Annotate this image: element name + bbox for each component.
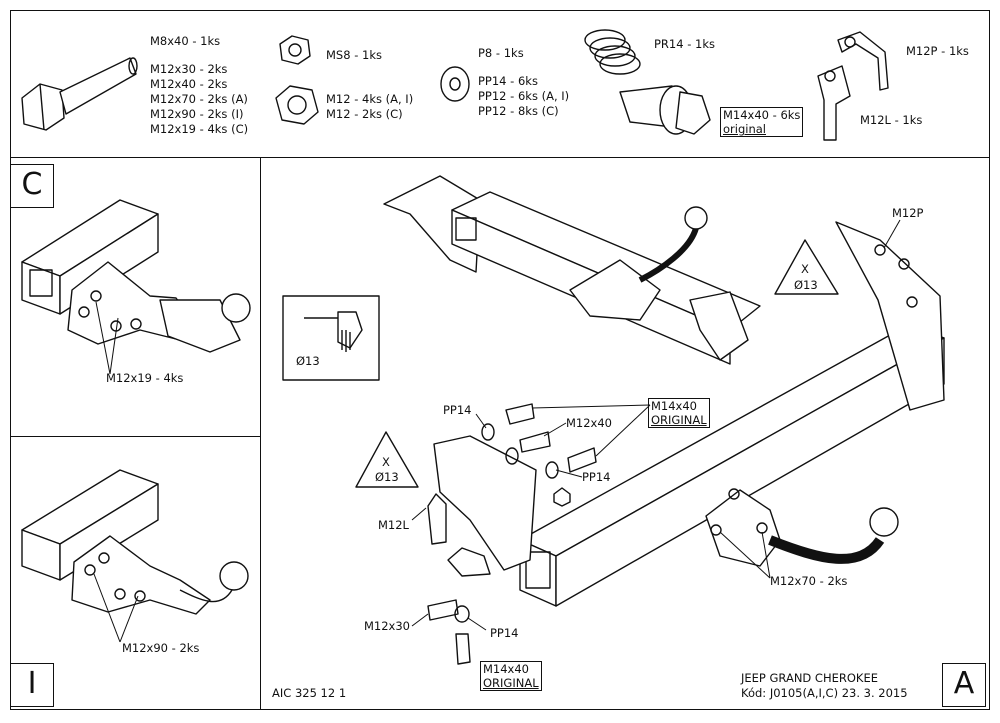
bracket-m12p-icon bbox=[837, 31, 889, 91]
bracket-m12p-label: M12P - 1ks bbox=[906, 44, 969, 58]
m14-label-box: M14x40 - 6ks original bbox=[720, 107, 804, 137]
m14-label-0: M14x40 - 6ks bbox=[723, 108, 801, 122]
panel-i-callout: M12x90 - 2ks bbox=[122, 641, 200, 655]
washer-icon bbox=[440, 66, 470, 102]
callout-m14x40-bottom-1: ORIGINAL bbox=[483, 676, 539, 690]
nut-m12-label-0: M12 - 4ks (A, I) bbox=[326, 92, 414, 106]
drill-triangle-left bbox=[355, 431, 419, 488]
callout-m14x40-top: M14x40 ORIGINAL bbox=[648, 398, 710, 428]
nut-m12-label-1: M12 - 2ks (C) bbox=[326, 107, 403, 121]
bolt-label-4: M12x90 - 2ks (I) bbox=[150, 107, 244, 121]
callout-m14x40-bottom: M14x40 ORIGINAL bbox=[480, 661, 542, 691]
callout-m12x30: M12x30 bbox=[364, 619, 410, 633]
panel-c-letter: C bbox=[10, 164, 54, 208]
frame-rail-assembly-drawing bbox=[383, 175, 761, 365]
vehicle-name: JEEP GRAND CHEROKEE bbox=[741, 671, 878, 685]
triangle-right-d: Ø13 bbox=[794, 278, 818, 292]
callout-m14x40-top-0: M14x40 bbox=[651, 399, 697, 413]
callout-pp14-bottom: PP14 bbox=[490, 626, 519, 640]
washer-label-3: PP12 - 8ks (C) bbox=[478, 104, 559, 118]
bolt-label-2: M12x40 - 2ks bbox=[150, 77, 228, 91]
spring-label: PR14 - 1ks bbox=[654, 37, 715, 51]
triangle-right-x: X bbox=[801, 262, 809, 276]
ball-mount-drawing bbox=[705, 488, 899, 567]
callout-m12x40: M12x40 bbox=[566, 416, 612, 430]
m14-bolt-icon bbox=[619, 85, 711, 135]
panel-c-hitch-drawing bbox=[21, 199, 251, 353]
callout-m12x70: M12x70 - 2ks bbox=[770, 574, 848, 588]
fastener-parts-drawing bbox=[427, 403, 597, 665]
bolt-label-1: M12x30 - 2ks bbox=[150, 62, 228, 76]
parts-header-frame bbox=[10, 10, 990, 158]
callout-m14x40-top-1: ORIGINAL bbox=[651, 413, 707, 427]
callout-pp14-top: PP14 bbox=[443, 403, 472, 417]
triangle-left-d: Ø13 bbox=[375, 470, 399, 484]
drill-triangle-right bbox=[774, 239, 839, 295]
drill-label: Ø13 bbox=[296, 354, 320, 368]
callout-m12p: M12P bbox=[892, 206, 924, 220]
drill-icon bbox=[282, 295, 380, 381]
m14-label-1: original bbox=[723, 122, 766, 136]
nut-m12-icon bbox=[275, 85, 319, 125]
code-line: Kód: J0105(A,I,C) 23. 3. 2015 bbox=[741, 686, 908, 700]
bracket-m12l-label: M12L - 1ks bbox=[860, 113, 923, 127]
triangle-left-x: X bbox=[382, 455, 390, 469]
nut-ms8-icon bbox=[279, 35, 311, 65]
bolt-label-0: M8x40 - 1ks bbox=[150, 34, 221, 48]
washer-label-1: PP14 - 6ks bbox=[478, 74, 538, 88]
bolt-label-5: M12x19 - 4ks (C) bbox=[150, 122, 249, 136]
drawing-code: AIC 325 12 1 bbox=[272, 686, 347, 700]
crossbar-drawing bbox=[433, 221, 945, 607]
hex-bolt-icon bbox=[21, 57, 138, 131]
nut-ms8-label: MS8 - 1ks bbox=[326, 48, 382, 62]
washer-label-2: PP12 - 6ks (A, I) bbox=[478, 89, 570, 103]
panel-i-frame bbox=[10, 436, 261, 710]
panel-a-letter: A bbox=[942, 663, 986, 707]
callout-m14x40-bottom-0: M14x40 bbox=[483, 662, 529, 676]
bolt-label-3: M12x70 - 2ks (A) bbox=[150, 92, 248, 106]
spring-icon bbox=[584, 29, 641, 75]
panel-c-callout: M12x19 - 4ks bbox=[106, 371, 184, 385]
panel-i-hitch-drawing bbox=[21, 469, 249, 615]
bracket-m12l-icon bbox=[817, 65, 851, 141]
panel-i-letter: I bbox=[10, 663, 54, 707]
washer-label-0: P8 - 1ks bbox=[478, 46, 524, 60]
callout-pp14-mid: PP14 bbox=[582, 470, 611, 484]
callout-m12l: M12L bbox=[378, 518, 409, 532]
